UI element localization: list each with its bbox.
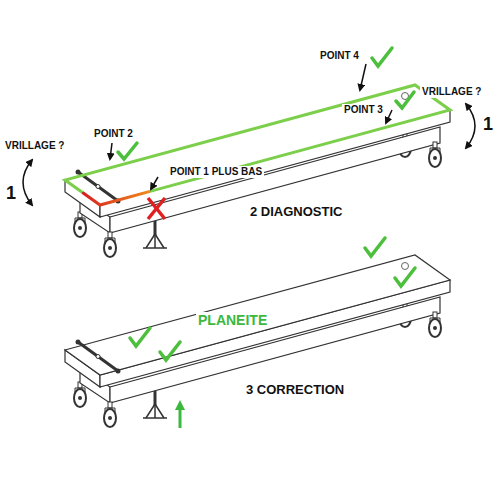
step-title: 3 CORRECTION [244,383,346,398]
point-label: POINT 2 [92,128,135,140]
flatness-label: PLANEITE [196,312,269,328]
twist-label: VRILLAGE ? [3,140,66,152]
step-number: 1 [481,114,495,135]
point-label: POINT 1 PLUS BAS [168,166,264,178]
step-number: 1 [4,183,18,204]
step-title: 2 DIAGNOSTIC [248,205,344,220]
point-label: POINT 4 [318,50,361,62]
point-label: POINT 3 [342,104,385,116]
twist-label: VRILLAGE ? [420,86,483,98]
